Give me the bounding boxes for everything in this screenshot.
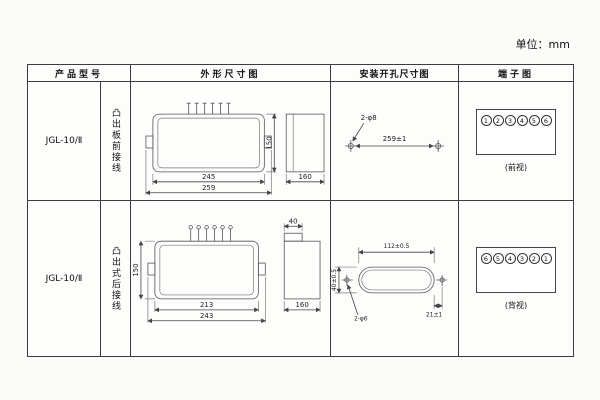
- outline-cell-row2: 150 213 243 40 160: [131, 201, 331, 356]
- mounting-drawing-rear-wiring: 112±0.5 40±0.5 21±1 2-φ6: [331, 243, 448, 323]
- cutout-slot-inner: [361, 269, 432, 291]
- terminal-pins: [186, 102, 231, 114]
- screw-hole-left: [341, 275, 353, 286]
- relay-side-outline: [283, 240, 321, 300]
- header-product-model: 产品型号: [28, 65, 131, 82]
- dim-inner-width-row1: 245: [202, 172, 215, 180]
- dim-slot-width-row2: 112±0.5: [384, 243, 410, 250]
- dim-stud-depth-row2: 40: [289, 217, 298, 225]
- wiring-type-row1: 凸出板前接线: [101, 82, 131, 201]
- mount-hole-right: [432, 139, 445, 152]
- view-label-row2: (背视): [504, 300, 528, 310]
- dim-slot-height-row2: 40±0.5: [331, 269, 338, 291]
- dim-depth-row1: 160: [298, 172, 311, 180]
- mounting-cell-row2: 112±0.5 40±0.5 21±1 2-φ6: [331, 201, 459, 356]
- terminal-number: 6: [540, 115, 552, 126]
- terminal-number: 6: [480, 252, 492, 264]
- terminal-number: 2: [528, 252, 540, 264]
- dim-inner-width-row2: 213: [200, 301, 213, 309]
- header-outline-dims: 外形尺寸图: [131, 65, 331, 82]
- outline-cell-row1: 245 259 150 160: [131, 82, 331, 201]
- model-label-row1: JGL-10/Ⅱ: [28, 82, 101, 201]
- relay-front-outline: [154, 240, 259, 300]
- mount-ear-left: [147, 262, 156, 276]
- outline-drawing-rear-wiring: 150 213 243 40 160: [132, 217, 321, 324]
- terminal-number: 1: [540, 252, 552, 264]
- dim-height-row1: 150: [265, 136, 273, 149]
- terminal-number: 4: [504, 252, 516, 264]
- dim-outer-width-row1: 259: [202, 183, 215, 191]
- header-mounting-dims: 安装开孔尺寸图: [331, 65, 459, 82]
- relay-front-outline: [152, 113, 265, 172]
- mount-ear-right: [257, 262, 266, 276]
- dim-height-row2: 150: [132, 263, 140, 276]
- outline-drawing-front-wiring: 245 259 150 160: [145, 102, 325, 195]
- stud-block: [283, 232, 303, 242]
- terminal-number: 1: [480, 115, 492, 126]
- terminal-number: 3: [504, 115, 516, 126]
- relay-side-outline: [285, 113, 325, 172]
- dim-hole-span-row1: 259±1: [383, 135, 406, 143]
- label-hole-size-row2: 2-φ6: [354, 316, 368, 323]
- wiring-type-row2: 凸出式后接线: [101, 201, 131, 356]
- view-label-row1: (前视): [504, 163, 528, 172]
- terminal-number: 5: [528, 115, 540, 126]
- mount-ear-left: [145, 135, 154, 148]
- model-label-row2: JGL-10/Ⅱ: [28, 201, 101, 356]
- mount-ear-right: [263, 135, 272, 148]
- header-terminal-diagram: 端子图: [459, 65, 573, 82]
- mount-hole-left: [344, 139, 357, 152]
- terminal-studs: [188, 225, 233, 242]
- mounting-cell-row1: 259±1 2-φ8: [331, 82, 459, 201]
- terminal-number: 4: [516, 115, 528, 126]
- terminal-number: 5: [492, 252, 504, 264]
- dim-edge-row2: 21±1: [426, 312, 443, 319]
- dim-outer-width-row2: 243: [200, 312, 213, 320]
- spec-table: 产品型号 外形尺寸图 安装开孔尺寸图 端子图 JGL-10/Ⅱ 凸出板前接线: [27, 64, 574, 357]
- screw-hole-right: [436, 275, 448, 286]
- terminal-number: 2: [492, 115, 504, 126]
- mounting-drawing-front-wiring: 259±1 2-φ8: [344, 114, 445, 152]
- label-hole-size-row1: 2-φ8: [361, 114, 377, 122]
- dim-depth-row2: 160: [295, 301, 308, 309]
- relay-front-inner-outline: [159, 244, 254, 296]
- unit-label: 单位：mm: [515, 38, 570, 51]
- terminal-number: 3: [516, 252, 528, 264]
- relay-front-inner-outline: [157, 117, 260, 168]
- cutout-slot: [358, 266, 435, 294]
